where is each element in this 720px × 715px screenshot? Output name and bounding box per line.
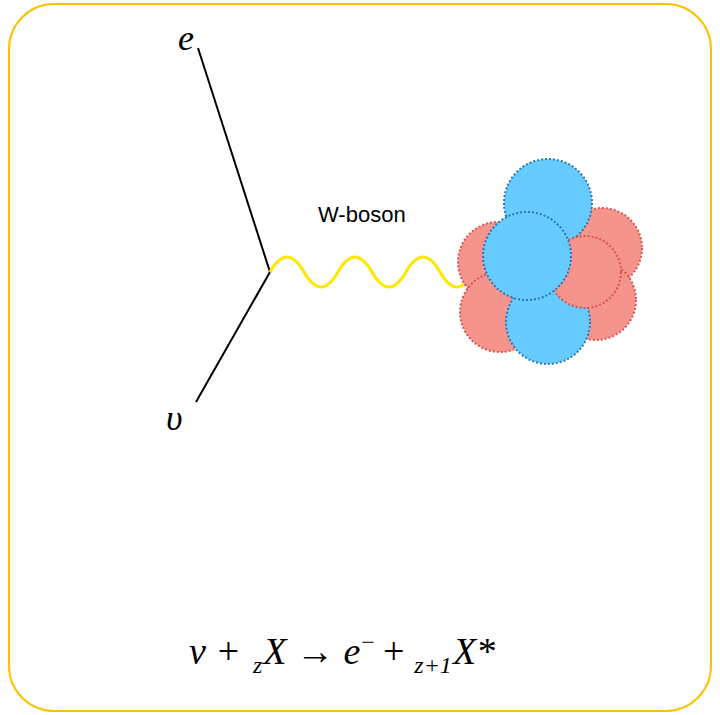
- reaction-equation: ν + zX → e−+ z+1X*: [189, 627, 495, 681]
- electron-line: [198, 48, 270, 272]
- equation-term: ν +: [189, 630, 241, 672]
- nucleus: [458, 159, 642, 364]
- fermion-lines: [196, 48, 270, 402]
- diagram-frame: eW-boson υ ν + zX → e−+ z+1X*: [8, 3, 712, 712]
- equation-term: X → e: [263, 630, 360, 672]
- w-boson-wave: [270, 257, 474, 287]
- neutrino-line: [196, 272, 270, 402]
- particle-label: e: [178, 19, 194, 59]
- equation-term: +: [383, 630, 404, 672]
- boson-label: W-boson: [318, 203, 406, 227]
- charge-sign: −: [361, 629, 375, 655]
- particle-label: υ: [166, 399, 183, 439]
- equation-term: X*: [453, 630, 495, 672]
- atomic-number: z: [253, 652, 262, 678]
- atomic-number: z+1: [414, 652, 452, 678]
- neutron: [483, 212, 571, 300]
